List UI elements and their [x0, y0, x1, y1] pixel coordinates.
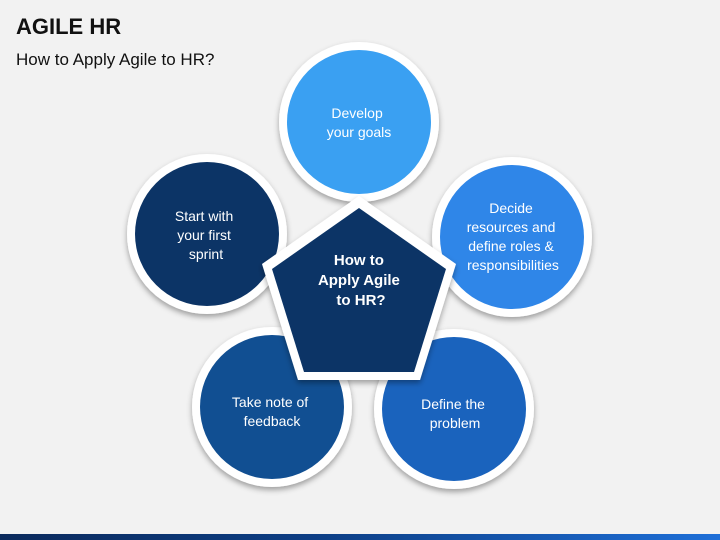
center-pentagon: How to Apply Agile to HR? — [262, 196, 456, 380]
petal-develop-goals-line: Develop — [331, 105, 383, 121]
petal-take-note-feedback-line: feedback — [244, 413, 302, 429]
petal-decide-resources-fill — [440, 165, 584, 309]
page-title: AGILE HR — [16, 14, 122, 39]
petal-decide-resources-line: responsibilities — [467, 257, 559, 273]
petal-define-problem-line: Define the — [421, 396, 485, 412]
petal-define-problem-line: problem — [430, 415, 481, 431]
petal-start-first-sprint-fill — [135, 162, 279, 306]
center-pentagon-line: How to — [334, 252, 384, 269]
petal-develop-goals-fill — [287, 50, 431, 194]
petal-decide-resources-line: Decide — [489, 200, 533, 216]
petal-decide-resources: Decide resources and define roles & resp… — [432, 157, 592, 317]
petal-start-first-sprint-line: sprint — [189, 246, 223, 262]
center-pentagon-fill — [272, 208, 446, 372]
petal-develop-goals: Develop your goals — [279, 42, 439, 202]
petal-define-problem-text: Define the problem — [421, 396, 489, 431]
petal-decide-resources-line: resources and — [467, 219, 556, 235]
petal-decide-resources-line: define roles & — [468, 238, 554, 254]
center-pentagon-line: Apply Agile — [318, 272, 400, 289]
petal-start-first-sprint-line: your first — [177, 227, 231, 243]
petal-develop-goals-text: Develop your goals — [327, 105, 392, 140]
center-pentagon-line: to HR? — [336, 292, 385, 309]
footer-accent-bar — [0, 534, 720, 540]
petal-start-first-sprint: Start with your first sprint — [127, 154, 287, 314]
page-subtitle: How to Apply Agile to HR? — [16, 50, 215, 69]
center-pentagon-text: How to Apply Agile to HR? — [318, 252, 404, 309]
petal-take-note-feedback-line: Take note of — [232, 394, 308, 410]
petal-take-note-feedback-text: Take note of feedback — [232, 394, 312, 429]
petal-start-first-sprint-text: Start with your first sprint — [175, 208, 237, 262]
petal-develop-goals-line: your goals — [327, 124, 392, 140]
petal-decide-resources-text: Decide resources and define roles & resp… — [467, 200, 560, 273]
petal-start-first-sprint-line: Start with — [175, 208, 233, 224]
